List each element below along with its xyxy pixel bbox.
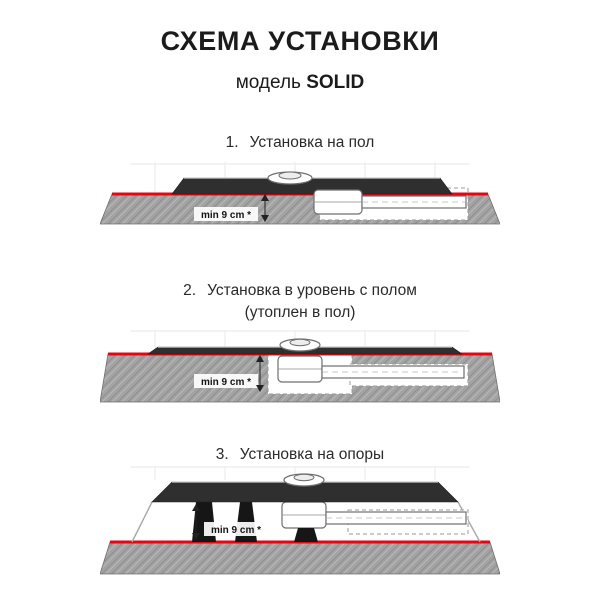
section-3-caption-text: Установка на опоры — [239, 446, 385, 463]
section-2-subcaption: (утоплен в пол) — [244, 304, 356, 321]
section-install-on-supports: 3. Установка на опоры — [0, 446, 600, 578]
min-height-label: min 9 cm * — [211, 525, 261, 536]
min-height-dimension: min 9 cm * — [194, 194, 269, 222]
section-1-caption-text: Установка на пол — [249, 134, 375, 151]
min-height-dimension: min 9 cm * — [192, 504, 268, 540]
section-2-number: 2. — [183, 282, 197, 299]
drain-siphon — [281, 501, 467, 542]
diagram-install-on-supports: min 9 cm * — [100, 466, 500, 575]
page-title: СХЕМА УСТАНОВКИ — [160, 26, 440, 56]
section-1-caption: 1. Установка на пол — [0, 134, 600, 152]
drain-cover-icon — [283, 473, 325, 487]
model-name: SOLID — [306, 72, 365, 93]
section-3-caption: 3. Установка на опоры — [0, 446, 600, 464]
section-install-on-floor: 1. Установка на пол — [0, 134, 600, 242]
drain-siphon — [277, 338, 465, 383]
shower-tray — [171, 177, 453, 195]
dimension-arrow — [192, 504, 200, 540]
shower-tray — [151, 481, 459, 503]
floor-slab — [100, 541, 500, 575]
section-2-caption-text: Установка в уровень с полом — [207, 282, 417, 299]
min-height-label: min 9 cm * — [201, 377, 251, 388]
siphon-support — [294, 528, 318, 542]
dimension-arrow — [261, 194, 269, 222]
min-height-dimension: min 9 cm * — [194, 355, 264, 392]
wall-tiles — [130, 162, 470, 192]
drain-siphon — [267, 171, 467, 215]
dimension-arrow — [256, 355, 264, 392]
side-panel-lines — [131, 501, 481, 543]
section-2-caption: 2. Установка в уровень с полом — [0, 282, 600, 300]
section-install-flush: 2. Установка в уровень с полом (утоплен в… — [0, 282, 600, 406]
diagram-install-on-floor: min 9 cm * — [100, 162, 500, 225]
page-subtitle: модель SOLID — [0, 72, 600, 94]
section-1-number: 1. — [225, 134, 239, 151]
subtitle-prefix: модель — [235, 72, 301, 93]
section-3-number: 3. — [215, 446, 229, 463]
min-height-label: min 9 cm * — [201, 210, 251, 221]
diagram-install-flush: min 9 cm * — [100, 330, 500, 403]
